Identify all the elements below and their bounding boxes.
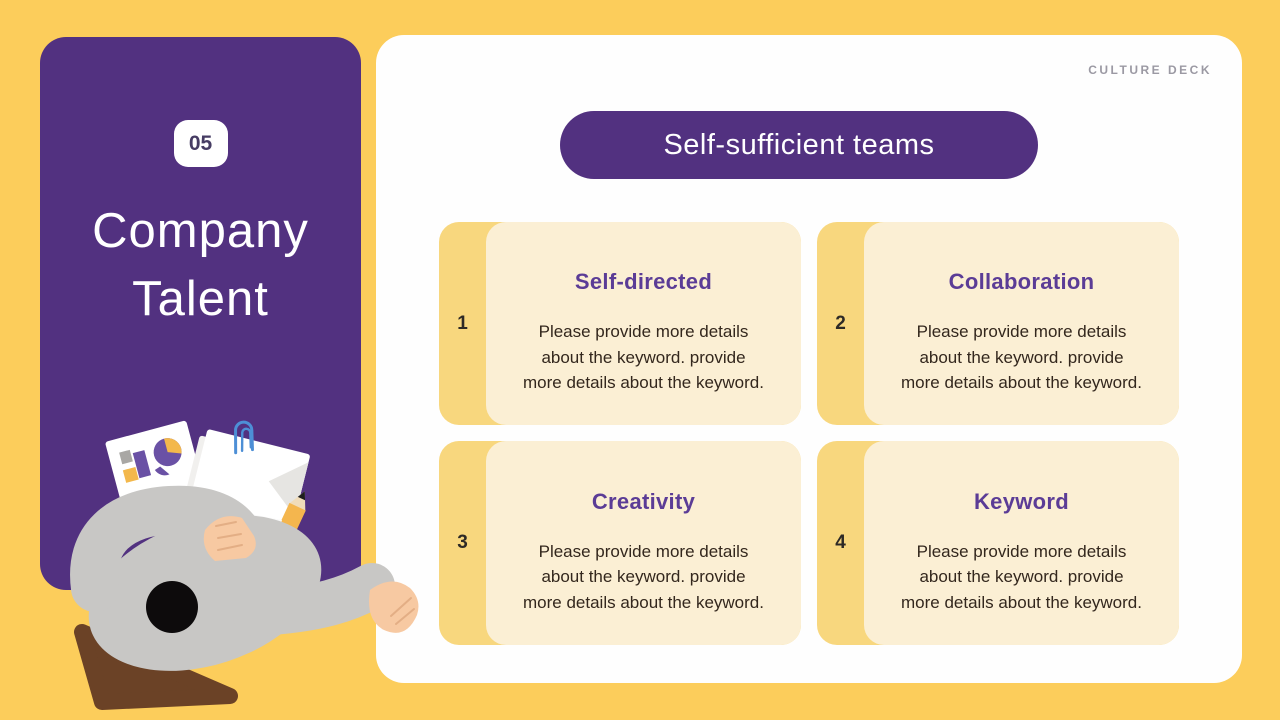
- heading-pill: Self-sufficient teams: [560, 111, 1038, 179]
- open-hand: [368, 581, 419, 633]
- card-number: 4: [835, 532, 846, 553]
- card-body: Creativity Please provide more details a…: [486, 441, 801, 645]
- chart-paper: [105, 420, 204, 506]
- card-title: Creativity: [591, 488, 696, 514]
- heading-text: Self-sufficient teams: [663, 128, 935, 161]
- card-body: Keyword Please provide more details abou…: [864, 441, 1179, 645]
- card-title: Keyword: [973, 488, 1069, 514]
- section-number: 05: [188, 131, 213, 155]
- paperclip-icon: [234, 420, 254, 455]
- card-description: Please provide more details about the ke…: [901, 541, 1142, 612]
- deck-label: CULTURE DECK: [1088, 63, 1212, 77]
- bar-chart-gray-block: [119, 449, 133, 465]
- extended-arm: [232, 563, 395, 636]
- card-title: Collaboration: [948, 269, 1095, 295]
- section-number-badge: 05: [173, 120, 228, 167]
- card-title: Self-directed: [574, 269, 713, 295]
- section-title-line-2: Talent: [132, 272, 269, 326]
- person-working-illustration: [70, 420, 419, 710]
- card-number: 2: [835, 312, 846, 334]
- card-keyword: 4 Keyword Please provide more details ab…: [817, 441, 1179, 645]
- content-panel: CULTURE DECK Self-sufficient teams 1 Sel…: [376, 35, 1242, 683]
- gripping-hand: [203, 516, 256, 561]
- bar-chart-yellow-block: [122, 466, 139, 483]
- person-head: [146, 581, 198, 633]
- card-description: Please provide more details about the ke…: [523, 541, 764, 612]
- card-number: 1: [457, 312, 468, 334]
- section-title-line-1: Company: [92, 204, 309, 258]
- card-description: Please provide more details about the ke…: [901, 322, 1142, 393]
- card-body: Self-directed Please provide more detail…: [486, 222, 801, 425]
- card-number: 3: [457, 532, 468, 553]
- section-title: Company Talent: [40, 197, 361, 333]
- bar-chart-purple-block: [132, 450, 152, 479]
- card-description: Please provide more details about the ke…: [523, 322, 764, 393]
- card-collaboration: 2 Collaboration Please provide more deta…: [817, 222, 1179, 425]
- card-self-directed: 1 Self-directed Please provide more deta…: [439, 222, 801, 425]
- card-creativity: 3 Creativity Please provide more details…: [439, 441, 801, 645]
- card-body: Collaboration Please provide more detail…: [864, 222, 1179, 425]
- cards-grid: 1 Self-directed Please provide more deta…: [439, 222, 1179, 645]
